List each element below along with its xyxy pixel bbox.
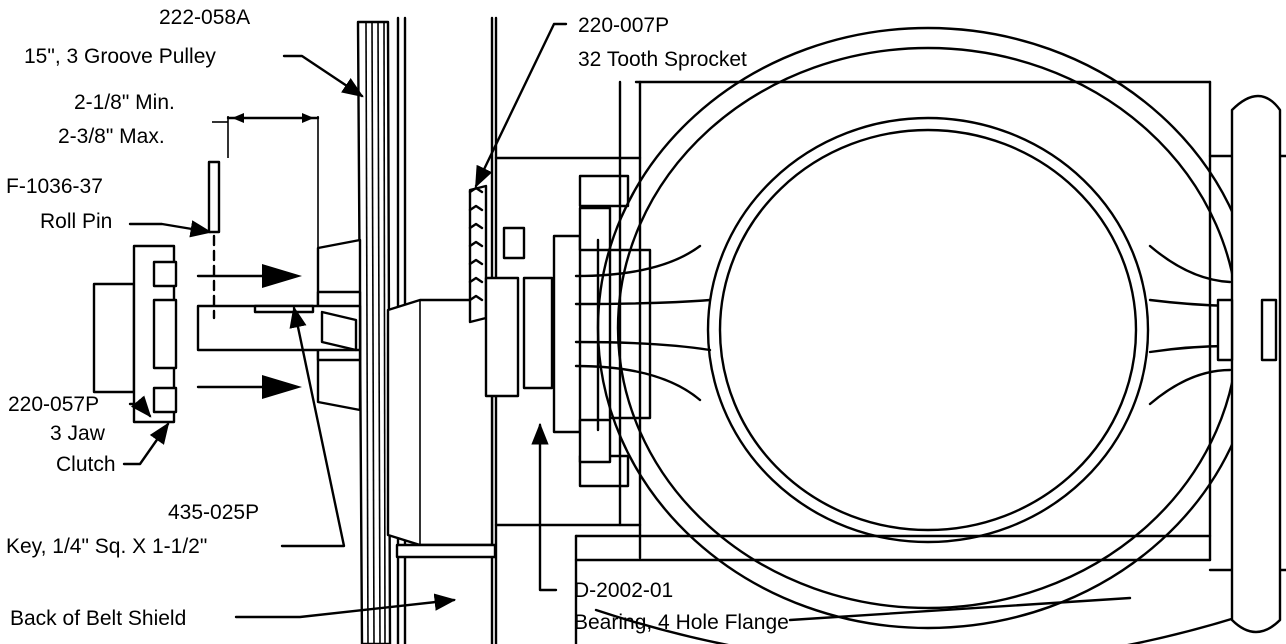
dimension-lines	[212, 113, 320, 248]
pulley-part-number: 222-058A	[159, 6, 250, 29]
clutch-description-line2: Clutch	[56, 453, 116, 476]
callout-pulley: 222-058A 15", 3 Groove Pulley	[24, 6, 250, 68]
clutch-description-line1: 3 Jaw	[50, 422, 106, 445]
callout-sprocket: 220-007P 32 Tooth Sprocket	[578, 14, 747, 71]
shaft	[196, 304, 362, 352]
callout-key: 435-025P Key, 1/4" Sq. X 1-1/2"	[6, 501, 259, 558]
assembly-arrows	[196, 264, 302, 399]
drum-ring	[594, 26, 1262, 644]
drawing	[92, 16, 1286, 644]
callout-belt-shield: Back of Belt Shield	[10, 607, 186, 630]
callout-dimension: 2-1/8" Min. 2-3/8" Max.	[58, 91, 175, 148]
pulley-description: 15", 3 Groove Pulley	[24, 45, 216, 68]
callout-roll-pin: F-1036-37 Roll Pin	[6, 175, 112, 233]
drum-webs	[574, 244, 1232, 406]
pulley-15in-3-groove	[316, 20, 497, 644]
end-handle	[1216, 94, 1282, 634]
bearing-block	[494, 156, 652, 527]
three-jaw-clutch	[92, 244, 178, 424]
clutch-part-number: 220-057P	[8, 393, 99, 416]
callout-bearing: D-2002-01 Bearing, 4 Hole Flange	[574, 579, 789, 634]
key-part-number: 435-025P	[168, 501, 259, 524]
leader-lines	[122, 22, 1132, 622]
sprocket-32-tooth	[468, 184, 526, 398]
roll-pin-description: Roll Pin	[40, 210, 112, 233]
key-description: Key, 1/4" Sq. X 1-1/2"	[6, 535, 207, 558]
bearing-part-number: D-2002-01	[574, 579, 673, 602]
dimension-min: 2-1/8" Min.	[74, 91, 175, 114]
sprocket-description: 32 Tooth Sprocket	[578, 48, 747, 71]
callout-clutch: 220-057P 3 Jaw Clutch	[8, 393, 116, 476]
roll-pin-part-number: F-1036-37	[6, 175, 103, 198]
belt-shield-description: Back of Belt Shield	[10, 607, 186, 630]
sprocket-part-number: 220-007P	[578, 14, 669, 37]
roll-pin	[207, 160, 221, 320]
dimension-max: 2-3/8" Max.	[58, 125, 165, 148]
bearing-description: Bearing, 4 Hole Flange	[574, 611, 789, 634]
frame	[574, 80, 1286, 644]
